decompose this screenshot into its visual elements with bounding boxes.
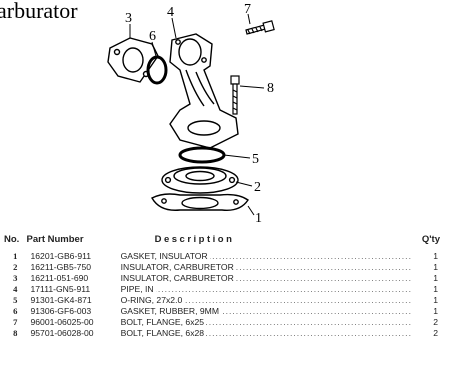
quantity: 1 (433, 262, 438, 272)
part-number: 17111-GN5-911 (30, 284, 91, 294)
part-description: ........................................… (120, 284, 414, 295)
part-number: 91306-GF6-003 (30, 306, 92, 316)
header-no: No. (4, 234, 20, 245)
row-number: 8 (13, 328, 18, 338)
row-number: 7 (13, 317, 18, 327)
table-row: 2 16211-GB5-750..........................… (4, 262, 444, 273)
callout-6: 6 (149, 29, 156, 44)
dot-leader: ........................................… (120, 284, 412, 294)
part-number: 16211-GB5-750 (30, 262, 92, 272)
part-description: ........................................… (120, 273, 414, 284)
table-row: 7 96001-06025-00.........................… (4, 317, 444, 328)
quantity: 1 (433, 295, 438, 305)
row-number: 4 (13, 284, 18, 294)
part-insulator-carburetor (161, 166, 239, 194)
part-o-ring (146, 55, 168, 85)
part-description: ........................................… (120, 251, 414, 262)
table-row: 1 16201-GB6-911..........................… (4, 251, 444, 262)
quantity: 2 (433, 317, 438, 327)
row-number: 3 (13, 273, 18, 283)
part-description: ........................................… (120, 306, 414, 317)
part-gasket-insulator (151, 193, 249, 211)
part-number: 95701-06028-00 (30, 328, 94, 338)
callout-3: 3 (125, 11, 132, 26)
dot-leader: ........................................… (121, 306, 412, 316)
header-part-number: Part Number (26, 234, 84, 245)
table-row: 8 95701-06028-00.........................… (4, 328, 444, 339)
quantity: 2 (433, 328, 438, 338)
part-description: ........................................… (120, 295, 414, 306)
part-description: ........................................… (120, 317, 414, 328)
parts-table: No. Part Number Description Q'ty 1 16201-… (4, 234, 444, 339)
page-title: arburator (0, 0, 78, 23)
quantity: 1 (433, 284, 438, 294)
dot-leader: ........................................… (120, 328, 412, 338)
part-bolt-short (245, 20, 275, 35)
table-row: 3 16211-051-690..........................… (4, 273, 444, 284)
part-number: 91301-GK4-871 (30, 295, 92, 305)
table-row: 6 91306-GF6-003..........................… (4, 306, 444, 317)
header-description: Description (154, 234, 235, 245)
part-description: ........................................… (120, 328, 414, 339)
row-number: 2 (13, 262, 18, 272)
callout-2: 2 (254, 180, 261, 195)
row-number: 6 (13, 306, 18, 316)
callout-4: 4 (167, 5, 174, 20)
dot-leader: ........................................… (120, 317, 412, 327)
part-gasket-ring (178, 146, 226, 164)
part-intake-pipe (169, 33, 239, 149)
callout-7: 7 (244, 2, 251, 17)
callout-8: 8 (267, 81, 274, 96)
part-number: 16211-051-690 (30, 273, 89, 283)
exploded-parts-diagram: 3 4 7 6 8 5 2 1 (100, 0, 310, 225)
part-number: 96001-06025-00 (30, 317, 94, 327)
header-qty: Q'ty (421, 234, 440, 245)
row-number: 5 (13, 295, 18, 305)
quantity: 1 (433, 251, 438, 261)
part-number: 16201-GB6-911 (30, 251, 92, 261)
dot-leader: ........................................… (121, 251, 412, 261)
part-bolt-long (230, 75, 240, 115)
row-number: 1 (13, 251, 18, 261)
part-description: ........................................… (120, 262, 414, 273)
table-row: 4 17111-GN5-911..........................… (4, 284, 444, 295)
dot-leader: ........................................… (120, 295, 412, 305)
callout-1: 1 (255, 211, 262, 225)
parts-table-header: No. Part Number Description Q'ty (4, 234, 444, 251)
dot-leader: ........................................… (121, 262, 412, 272)
dot-leader: ........................................… (121, 273, 412, 283)
callout-5: 5 (252, 152, 259, 167)
table-row: 5 91301-GK4-871..........................… (4, 295, 444, 306)
quantity: 1 (433, 306, 438, 316)
quantity: 1 (433, 273, 438, 283)
